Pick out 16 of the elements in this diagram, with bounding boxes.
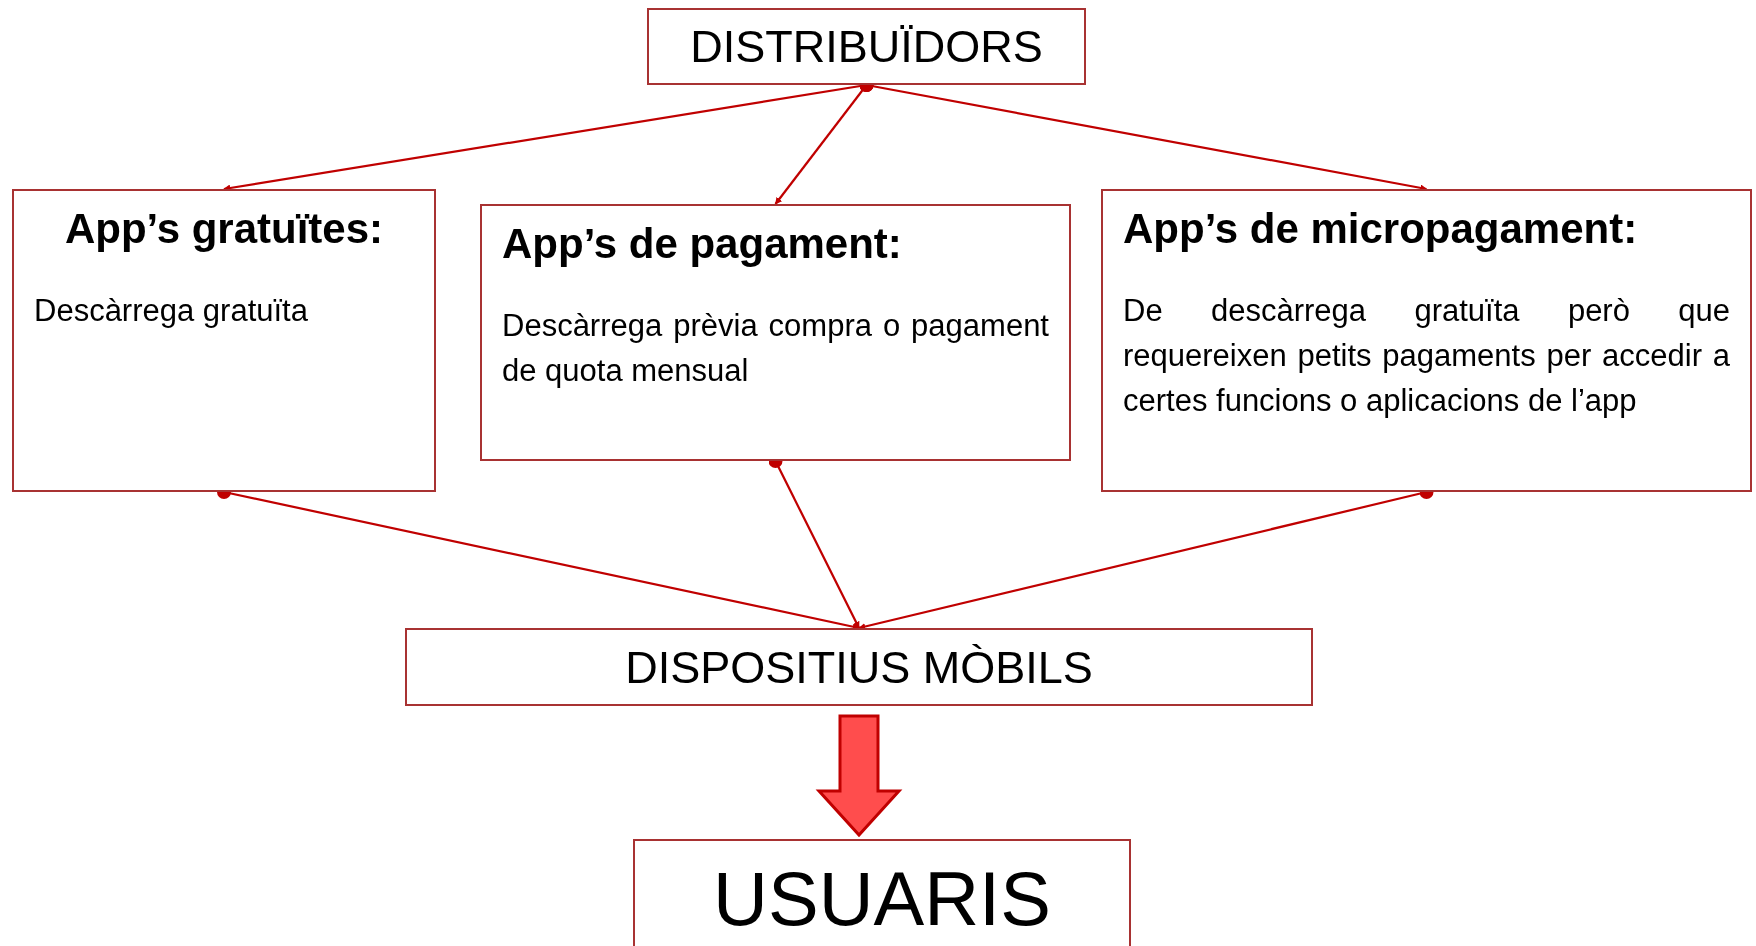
label-box bbox=[647, 8, 1086, 85]
app-type-box bbox=[12, 189, 436, 492]
box-description: Descàrrega prèvia compra o pagament de quota mensual bbox=[502, 306, 1049, 390]
box-description: Descàrrega gratuïta bbox=[34, 291, 309, 330]
app-type-box bbox=[480, 204, 1071, 461]
box-title: USUARIS bbox=[713, 861, 1051, 937]
box-heading: App’s de micropagament: bbox=[1123, 204, 1639, 254]
app-type-box bbox=[1101, 189, 1752, 492]
label-box bbox=[405, 628, 1313, 706]
box-heading: App’s gratuïtes: bbox=[63, 204, 385, 254]
block-arrow bbox=[815, 714, 903, 838]
box-title: DISTRIBUÏDORS bbox=[690, 24, 1043, 69]
users-box bbox=[633, 839, 1131, 946]
box-description: De descàrrega gratuïta però que requereixen petits pagaments per accedir a certes funcions o aplicacions de l’app bbox=[1123, 291, 1730, 420]
box-title: DISPOSITIUS MÒBILS bbox=[625, 644, 1093, 690]
box-heading: App’s de pagament: bbox=[502, 219, 903, 269]
